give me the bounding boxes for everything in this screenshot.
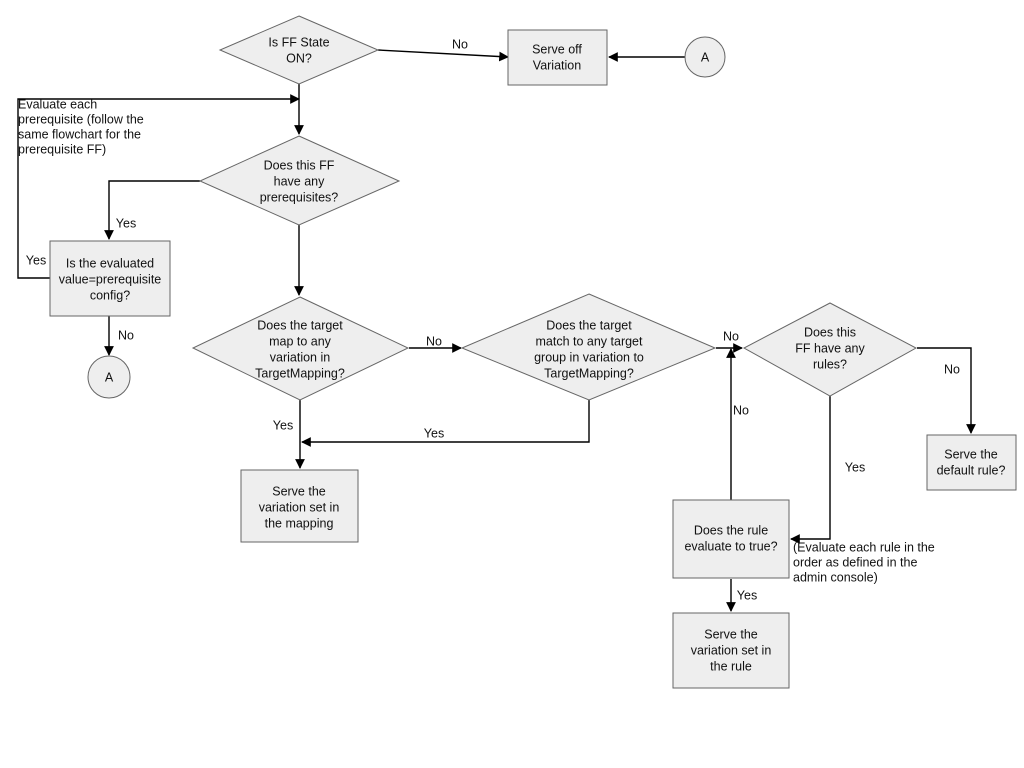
node-connector-a-bottom-label: A <box>105 370 114 384</box>
node-connector-a-top[interactable]: A <box>684 36 726 78</box>
annotation-prerequisite-note: Evaluate each prerequisite (follow the s… <box>18 97 144 156</box>
node-serve-off-line-1: Variation <box>533 58 581 72</box>
prereq-note-line-1: prerequisite (follow the <box>18 112 144 126</box>
edge-has-rules-no <box>917 347 976 434</box>
edge-label-has-rules-no: No <box>944 362 960 376</box>
node-connector-a-bottom[interactable]: A <box>87 355 131 399</box>
edge-target-group-yes <box>301 400 590 447</box>
node-target-map-line-3: TargetMapping? <box>255 366 345 380</box>
prereq-note-line-3: prerequisite FF) <box>18 142 106 156</box>
edge-label-rule-true-no: No <box>733 403 749 417</box>
edge-label-ff-state-no: No <box>452 37 468 51</box>
edge-label-prereq-yes: Yes <box>116 216 136 230</box>
node-target-map-line-0: Does the target <box>257 318 343 332</box>
node-ff-state-line-1: ON? <box>286 51 312 65</box>
node-target-group-line-1: match to any target <box>535 334 643 348</box>
node-eval-prereq-line-0: Is the evaluated <box>66 256 154 270</box>
node-serve-default-line-0: Serve the <box>944 447 998 461</box>
rule-order-note-line-1: order as defined in the <box>793 555 917 569</box>
rule-order-note-line-2: admin console) <box>793 570 878 584</box>
node-has-rules-line-0: Does this <box>804 325 856 339</box>
node-rule-evaluates-true[interactable]: Does the rule evaluate to true? <box>672 499 790 579</box>
node-eval-prerequisite[interactable]: Is the evaluated value=prerequisite conf… <box>49 240 171 317</box>
node-eval-prereq-line-1: value=prerequisite <box>59 272 162 286</box>
node-serve-rule-line-1: variation set in <box>691 643 772 657</box>
edge-label-has-rules-yes: Yes <box>845 460 865 474</box>
node-has-prereq-line-2: prerequisites? <box>260 190 339 204</box>
node-serve-mapping-line-2: the mapping <box>265 516 334 530</box>
edge-label-rule-true-yes: Yes <box>737 588 757 602</box>
node-serve-off-variation[interactable]: Serve off Variation <box>507 29 608 86</box>
edge-ff-state-no <box>377 49 509 62</box>
edge-label-eval-prereq-yes: Yes <box>26 253 46 267</box>
edge-labels: No Yes Yes No No Yes Yes No No No Yes Ye… <box>26 37 960 602</box>
annotation-rule-order-note: (Evaluate each rule in the order as defi… <box>793 540 935 584</box>
node-rule-true-line-0: Does the rule <box>694 523 768 537</box>
node-target-map-line-2: variation in <box>270 350 330 364</box>
node-serve-off-line-0: Serve off <box>532 42 582 56</box>
node-serve-default-rule[interactable]: Serve the default rule? <box>926 434 1017 491</box>
edge-label-target-map-no: No <box>426 334 442 348</box>
node-serve-mapping-line-1: variation set in <box>259 500 340 514</box>
prereq-note-line-2: same flowchart for the <box>18 127 141 141</box>
prereq-note-line-0: Evaluate each <box>18 97 97 111</box>
node-target-map-line-1: map to any <box>269 334 332 348</box>
node-has-rules[interactable]: Does this FF have any rules? <box>742 302 918 397</box>
node-serve-rule-line-2: the rule <box>710 659 752 673</box>
node-serve-rule-line-0: Serve the <box>704 627 758 641</box>
connector-lines <box>17 49 976 612</box>
node-rule-true-line-1: evaluate to true? <box>684 539 777 553</box>
node-has-rules-line-2: rules? <box>813 357 847 371</box>
node-eval-prereq-line-2: config? <box>90 288 130 302</box>
node-ff-state[interactable]: Is FF State ON? <box>218 15 380 85</box>
node-target-group-line-2: group in variation to <box>534 350 644 364</box>
node-target-map[interactable]: Does the target map to any variation in … <box>191 296 410 401</box>
node-target-group-line-0: Does the target <box>546 318 632 332</box>
node-has-rules-line-1: FF have any <box>795 341 865 355</box>
node-connector-a-top-label: A <box>701 50 710 64</box>
node-target-group-line-3: TargetMapping? <box>544 366 634 380</box>
node-has-prereq-line-1: have any <box>274 174 325 188</box>
edge-label-eval-prereq-no: No <box>118 328 134 342</box>
rule-order-note-line-0: (Evaluate each rule in the <box>793 540 935 554</box>
edge-label-target-group-no: No <box>723 329 739 343</box>
node-serve-mapping-line-0: Serve the <box>272 484 326 498</box>
node-serve-mapping[interactable]: Serve the variation set in the mapping <box>240 469 359 543</box>
node-has-prerequisites[interactable]: Does this FF have any prerequisites? <box>198 135 401 226</box>
node-serve-rule[interactable]: Serve the variation set in the rule <box>672 612 790 689</box>
edge-eval-prereq-yes-loop <box>17 94 300 279</box>
edge-prereq-yes <box>104 180 200 240</box>
edge-label-target-map-yes: Yes <box>273 418 293 432</box>
node-serve-default-line-1: default rule? <box>937 463 1006 477</box>
node-has-prereq-line-0: Does this FF <box>264 158 335 172</box>
node-ff-state-line-0: Is FF State <box>268 35 329 49</box>
node-target-group[interactable]: Does the target match to any target grou… <box>460 293 717 401</box>
edge-has-rules-yes <box>790 396 831 544</box>
edge-label-target-group-yes: Yes <box>424 426 444 440</box>
